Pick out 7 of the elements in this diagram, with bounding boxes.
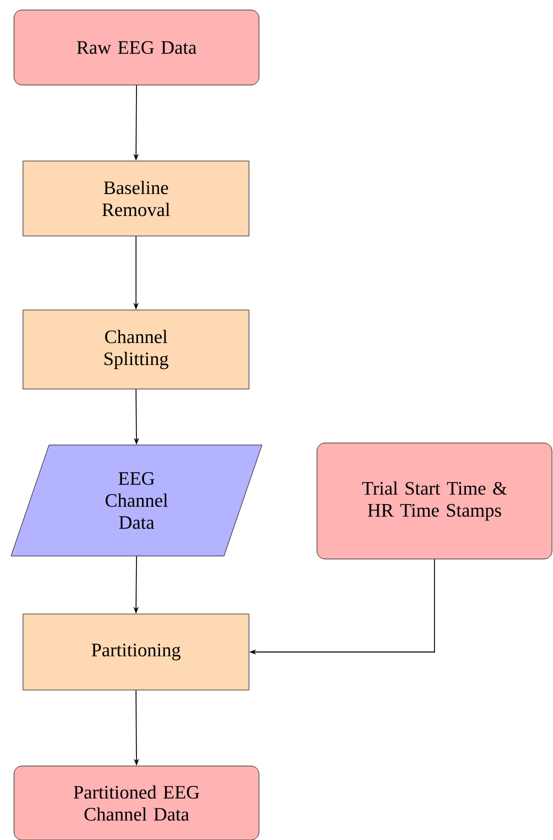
terminal-box: Trial Start Time & HR Time Stamps <box>316 442 552 560</box>
process-box: Channel Splitting <box>22 310 250 390</box>
terminal-box: Partitioned EEG Channel Data <box>14 766 260 840</box>
terminal-box: Raw EEG Data <box>14 10 260 86</box>
process-box: Baseline Removal <box>22 160 250 236</box>
data-parallelogram: EEG Channel Data <box>10 444 262 556</box>
process-box: Partitioning <box>22 614 250 690</box>
